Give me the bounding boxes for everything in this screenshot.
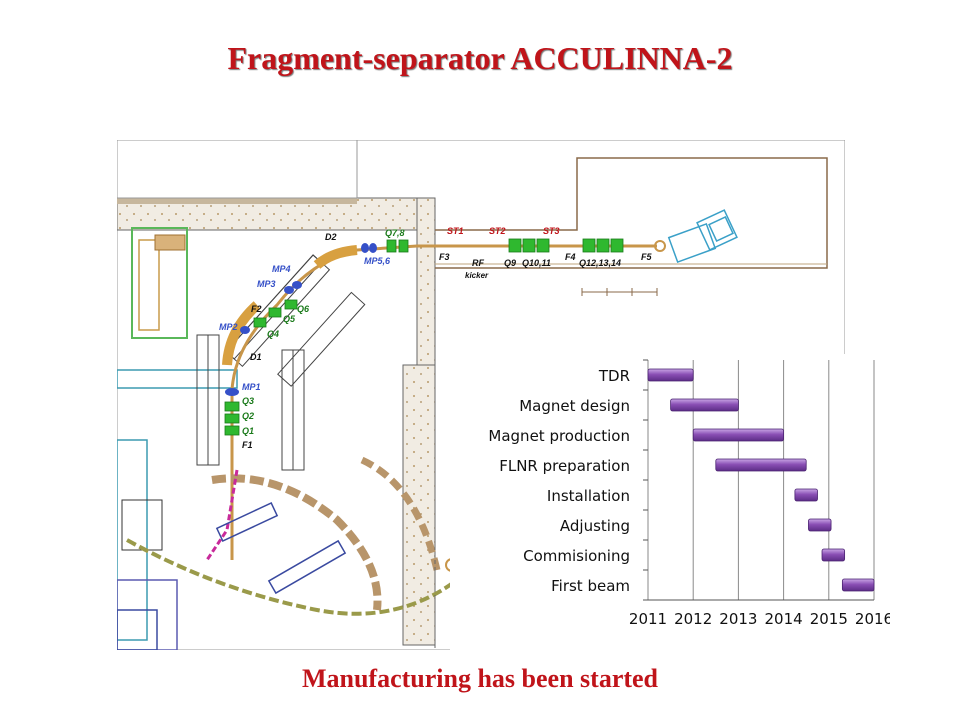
- label-kicker: kicker: [465, 271, 489, 280]
- gantt-grid: [643, 359, 875, 601]
- gantt-bars: [647, 368, 875, 592]
- dipole-d1: [222, 301, 261, 366]
- gantt-bar: [692, 428, 784, 442]
- label-st1: ST1: [447, 226, 464, 236]
- label-q3: Q3: [242, 396, 254, 406]
- plan-labels: D2 Q7,8 MP5,6 MP4 MP3 F2 Q6 Q5 MP2 Q4 D1…: [219, 226, 652, 450]
- gantt-x-tick-label: 2011: [629, 610, 667, 628]
- label-mp4: MP4: [272, 264, 291, 274]
- gantt-task-label: Magnet production: [488, 427, 630, 445]
- label-q1: Q1: [242, 426, 254, 436]
- label-mp1: MP1: [242, 382, 261, 392]
- end-station: [667, 209, 738, 264]
- separator-floor-plan: D2 Q7,8 MP5,6 MP4 MP3 F2 Q6 Q5 MP2 Q4 D1…: [117, 140, 845, 650]
- slide-title: Fragment-separator ACCULINNA-2: [227, 40, 733, 76]
- gantt-x-ticks: 2011 2012 2013 2014 2015 2016: [629, 610, 890, 628]
- label-f1: F1: [242, 440, 253, 450]
- label-mp56: MP5,6: [364, 256, 391, 266]
- building-outline: [435, 157, 828, 269]
- label-st2: ST2: [489, 226, 506, 236]
- label-q4: Q4: [267, 329, 279, 339]
- label-f2: F2: [251, 304, 262, 314]
- label-st3: ST3: [543, 226, 560, 236]
- label-q5: Q5: [283, 314, 296, 324]
- gantt-bar: [794, 488, 818, 502]
- label-rf: RF: [472, 258, 484, 268]
- wall-top-cap: [117, 198, 357, 204]
- wall-left-room: [117, 140, 358, 199]
- label-f4: F4: [565, 252, 576, 262]
- quadrupoles: [224, 238, 624, 436]
- label-q9: Q9: [504, 258, 516, 268]
- gantt-task-label: FLNR preparation: [499, 457, 630, 475]
- label-q121314: Q12,13,14: [579, 258, 621, 268]
- label-f3: F3: [439, 252, 450, 262]
- gantt-task-label: First beam: [551, 577, 630, 595]
- label-q1011: Q10,11: [522, 258, 551, 268]
- gantt-bar: [715, 458, 807, 472]
- gantt-task-label: Adjusting: [560, 517, 630, 535]
- label-mp2: MP2: [219, 322, 238, 332]
- gantt-x-tick-label: 2016: [855, 610, 890, 628]
- old-separator-ring: [211, 474, 382, 611]
- label-d1: D1: [250, 352, 262, 362]
- gantt-x-tick-label: 2015: [810, 610, 848, 628]
- gantt-bar: [808, 518, 832, 532]
- gantt-task-label: TDR: [598, 367, 630, 385]
- gantt-task-label: Commisioning: [523, 547, 630, 565]
- label-d2: D2: [325, 232, 337, 242]
- multipoles: [225, 243, 377, 396]
- gantt-x-tick-label: 2012: [674, 610, 712, 628]
- label-q6: Q6: [297, 304, 310, 314]
- dipole-d2: [313, 245, 358, 269]
- gantt-bar: [670, 398, 739, 412]
- gantt-task-label: Installation: [547, 487, 630, 505]
- label-f5: F5: [641, 252, 652, 262]
- gantt-bar: [841, 578, 875, 592]
- gantt-task-label: Magnet design: [519, 397, 630, 415]
- label-mp3: MP3: [257, 279, 276, 289]
- gantt-x-tick-label: 2014: [765, 610, 803, 628]
- label-q2: Q2: [242, 411, 254, 421]
- gantt-x-tick-label: 2013: [719, 610, 757, 628]
- wall-lower: [402, 364, 436, 646]
- gantt-bar: [821, 548, 846, 562]
- label-q78: Q7,8: [385, 228, 405, 238]
- gantt-bar: [647, 368, 694, 382]
- slide-footer: Manufacturing has been started: [301, 664, 659, 693]
